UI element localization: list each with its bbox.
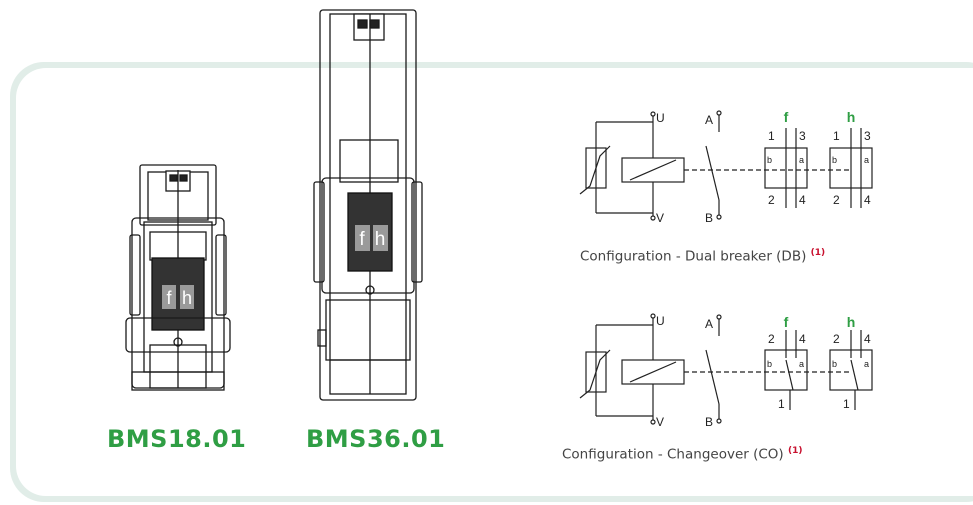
d2-contact-h: h bbox=[847, 314, 856, 330]
d1-terminal-v: V bbox=[656, 211, 664, 225]
d2-f-top-right: 4 bbox=[799, 332, 806, 346]
d1-f-bottom-left: 2 bbox=[768, 193, 775, 207]
bms36-slot-h: h bbox=[375, 229, 386, 250]
bms18-slot-h-bg bbox=[180, 285, 194, 309]
d1-f-pin-b: b bbox=[767, 155, 772, 165]
d1-terminal-u: U bbox=[656, 111, 665, 125]
bms18-slot-f: f bbox=[166, 288, 172, 308]
d1-contact-h: h bbox=[847, 109, 856, 125]
d1-h-bottom-right: 4 bbox=[864, 193, 871, 207]
bms36-slot-h-bg bbox=[373, 225, 388, 251]
diagram-changeover bbox=[579, 313, 873, 425]
d1-h-top-left: 1 bbox=[833, 129, 840, 143]
bms36-slot-f: f bbox=[359, 229, 365, 250]
model-label-bms36: BMS36.01 bbox=[306, 425, 446, 453]
d2-terminal-u: U bbox=[656, 314, 665, 328]
d2-terminal-a: A bbox=[705, 317, 713, 331]
d2-h-top-right: 4 bbox=[864, 332, 871, 346]
d2-h-pin-b: b bbox=[832, 359, 837, 369]
d2-f-top-left: 2 bbox=[768, 332, 775, 346]
caption-changeover-note: (1) bbox=[787, 446, 803, 456]
d1-f-top-left: 1 bbox=[768, 129, 775, 143]
bms36-slot-f-bg bbox=[355, 225, 370, 251]
diagram-dual-breaker bbox=[579, 110, 873, 221]
d2-terminal-b: B bbox=[705, 415, 713, 429]
caption-dual-breaker-text: Configuration - Dual breaker (DB) bbox=[580, 248, 807, 265]
d2-h-top-left: 2 bbox=[833, 332, 840, 346]
d1-h-pin-a: a bbox=[864, 155, 869, 165]
bms18-slot-f-bg bbox=[162, 285, 176, 309]
bms18-device bbox=[125, 164, 231, 391]
d1-terminal-a: A bbox=[705, 113, 713, 127]
d1-terminal-b: B bbox=[705, 211, 713, 225]
caption-changeover-text: Configuration - Changeover (CO) bbox=[562, 446, 784, 463]
caption-dual-breaker: Configuration - Dual breaker (DB) (1) bbox=[580, 248, 825, 265]
bms18-slot-h: h bbox=[182, 288, 192, 308]
model-label-bms18: BMS18.01 bbox=[107, 425, 247, 453]
d2-contact-f: f bbox=[784, 314, 789, 330]
d1-h-bottom-left: 2 bbox=[833, 193, 840, 207]
d1-f-bottom-right: 4 bbox=[799, 193, 806, 207]
d1-contact-f: f bbox=[784, 109, 789, 125]
d2-f-pin-b: b bbox=[767, 359, 772, 369]
d1-h-top-right: 3 bbox=[864, 129, 871, 143]
d2-f-bottom: 1 bbox=[778, 397, 785, 411]
d2-f-pin-a: a bbox=[799, 359, 804, 369]
d1-h-pin-b: b bbox=[832, 155, 837, 165]
d2-h-pin-a: a bbox=[864, 359, 869, 369]
caption-changeover: Configuration - Changeover (CO) (1) bbox=[562, 446, 802, 463]
caption-dual-breaker-note: (1) bbox=[810, 248, 826, 258]
d1-f-pin-a: a bbox=[799, 155, 804, 165]
d2-terminal-v: V bbox=[656, 415, 664, 429]
d1-f-top-right: 3 bbox=[799, 129, 806, 143]
d2-h-bottom: 1 bbox=[843, 397, 850, 411]
